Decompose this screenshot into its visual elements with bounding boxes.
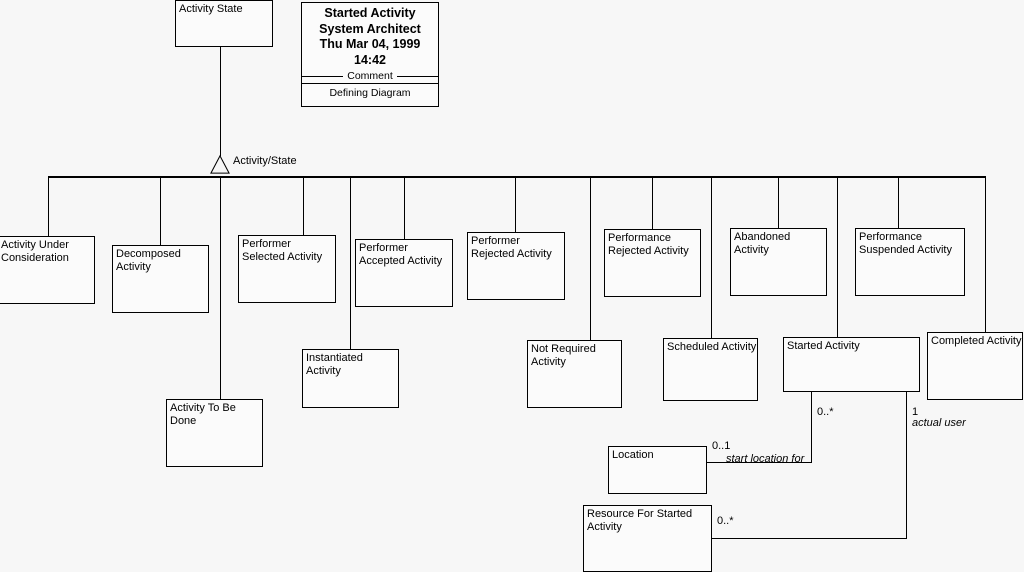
class-name-started-activity: Started Activity — [787, 340, 860, 352]
class-box-activity-to-be-done[interactable]: Activity To Be Done — [166, 399, 263, 467]
assoc-actual-user-role: actual user — [912, 417, 966, 429]
assoc-actual-user-source-multiplicity: 1 — [912, 406, 919, 418]
assoc-start-location-horizontal — [707, 462, 812, 463]
gen-drop-instantiated-activity — [350, 177, 351, 349]
class-box-performer-accepted-activity[interactable]: Performer Accepted Activity — [355, 239, 453, 307]
assoc-actual-user-target-multiplicity: 0..* — [717, 515, 734, 527]
class-name-performer-selected-activity: Performer Selected Activity — [242, 238, 323, 263]
gen-drop-performer-accepted-activity — [404, 177, 405, 239]
class-name-activity-under-consideration: Activity Under Consideration — [1, 239, 69, 264]
generalization-label: Activity/State — [233, 155, 297, 167]
class-box-performer-rejected-activity[interactable]: Performer Rejected Activity — [467, 232, 565, 300]
diagram-title-note: Started Activity System Architect Thu Ma… — [301, 2, 439, 107]
divider-label: Comment — [302, 70, 438, 83]
class-box-completed-activity[interactable]: Completed Activity — [927, 332, 1023, 400]
assoc-actual-user-horizontal — [712, 538, 907, 539]
gen-drop-activity-to-be-done — [220, 177, 221, 399]
assoc-start-location-source-multiplicity: 0..* — [817, 406, 834, 418]
gen-drop-activity-under-consideration — [48, 177, 49, 236]
generalization-bar — [48, 176, 986, 178]
assoc-start-location-target-multiplicity: 0..1 — [712, 440, 731, 452]
class-name-abandoned-activity: Abandoned Activity — [734, 231, 791, 256]
class-box-performance-rejected-activity[interactable]: Performance Rejected Activity — [604, 229, 701, 297]
class-name-performer-accepted-activity: Performer Accepted Activity — [359, 242, 443, 267]
title-note-line-4: 14:42 — [354, 52, 386, 67]
title-note-line-1: Started Activity — [324, 6, 416, 20]
gen-drop-performance-rejected-activity — [652, 177, 653, 229]
class-box-instantiated-activity[interactable]: Instantiated Activity — [302, 349, 399, 408]
gen-drop-abandoned-activity — [778, 177, 779, 228]
gen-drop-scheduled-activity — [711, 177, 712, 338]
class-name-instantiated-activity: Instantiated Activity — [306, 352, 363, 377]
class-box-resource-for-started-activity[interactable]: Resource For Started Activity — [583, 505, 712, 572]
gen-drop-not-required-activity — [590, 177, 591, 340]
title-note-header: Started Activity System Architect Thu Ma… — [302, 3, 438, 70]
class-name-not-required-activity: Not Required Activity — [531, 343, 596, 368]
gen-drop-completed-activity — [985, 177, 986, 332]
gen-drop-performer-rejected-activity — [515, 177, 516, 232]
gen-drop-decomposed-activity — [160, 177, 161, 245]
class-name-performance-suspended-activity: Performance Suspended Activity — [859, 231, 952, 256]
class-name-resource-for-started-activity: Resource For Started Activity — [587, 508, 693, 533]
class-name-activity-to-be-done: Activity To Be Done — [170, 402, 236, 427]
class-name-scheduled-activity: Scheduled Activity — [667, 341, 757, 353]
gen-drop-started-activity — [837, 177, 838, 337]
title-note-divider: Comment — [302, 70, 438, 83]
class-name-completed-activity: Completed Activity — [931, 335, 1022, 347]
generalization-stem — [220, 47, 221, 156]
class-name-activity-state: Activity State — [179, 3, 243, 15]
class-box-activity-under-consideration[interactable]: Activity Under Consideration — [0, 236, 95, 304]
gen-drop-performance-suspended-activity — [898, 177, 899, 228]
assoc-start-location-vertical — [811, 392, 812, 463]
class-box-location[interactable]: Location — [608, 446, 707, 494]
class-box-started-activity[interactable]: Started Activity — [783, 337, 920, 392]
generalization-triangle-icon — [210, 154, 230, 174]
assoc-actual-user-vertical — [906, 392, 907, 539]
class-box-performer-selected-activity[interactable]: Performer Selected Activity — [238, 235, 336, 303]
title-note-footer: Defining Diagram — [302, 83, 438, 103]
class-box-activity-state[interactable]: Activity State — [175, 0, 273, 47]
class-box-decomposed-activity[interactable]: Decomposed Activity — [112, 245, 209, 313]
class-box-performance-suspended-activity[interactable]: Performance Suspended Activity — [855, 228, 965, 296]
gen-drop-performer-selected-activity — [303, 177, 304, 235]
class-name-performer-rejected-activity: Performer Rejected Activity — [471, 235, 552, 260]
class-name-performance-rejected-activity: Performance Rejected Activity — [608, 232, 689, 257]
class-box-scheduled-activity[interactable]: Scheduled Activity — [663, 338, 758, 401]
assoc-start-location-role: start location for — [726, 453, 805, 465]
class-name-decomposed-activity: Decomposed Activity — [116, 248, 181, 273]
class-box-not-required-activity[interactable]: Not Required Activity — [527, 340, 622, 408]
title-note-line-3: Thu Mar 04, 1999 — [319, 37, 421, 51]
class-name-location: Location — [612, 449, 654, 461]
title-note-line-2: System Architect — [319, 21, 421, 36]
class-box-abandoned-activity[interactable]: Abandoned Activity — [730, 228, 827, 296]
